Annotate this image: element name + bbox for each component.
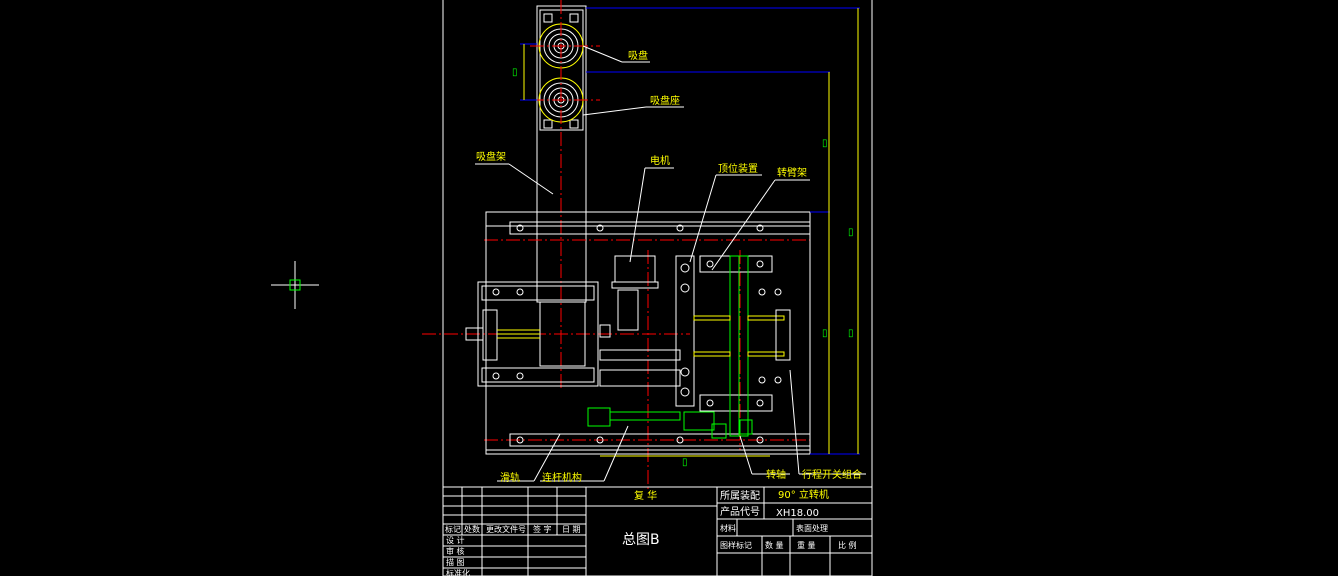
label-suction-cup-seat: 吸盘座 xyxy=(650,94,680,107)
label-rotating-shaft: 转轴 xyxy=(766,468,786,481)
quantity-label: 数 量 xyxy=(765,540,784,550)
sign-row-trace: 描 图 xyxy=(446,557,465,567)
scale-label: 比 例 xyxy=(838,540,857,550)
sign-row-standard: 标准化 xyxy=(446,568,470,576)
revision-header-doc: 更改文件号 xyxy=(486,524,526,534)
rotating-arm-assembly xyxy=(675,255,791,437)
center-lines xyxy=(422,0,810,490)
dimension-value: ▯ xyxy=(822,138,828,149)
leader-lines xyxy=(475,45,866,482)
assembly-value: 90° 立转机 xyxy=(778,488,829,501)
lead-screw xyxy=(465,309,540,361)
dimension-value: ▯ xyxy=(512,67,518,78)
label-slide-rail: 滑轨 xyxy=(500,471,520,484)
assembly-label: 所属装配 xyxy=(720,489,760,502)
label-top-position-device: 顶位装置 xyxy=(718,162,758,175)
revision-header-count: 处数 xyxy=(464,524,480,534)
title-block xyxy=(442,486,873,576)
motor xyxy=(599,255,681,387)
dimension-values: ▯ ▯ ▯ ▯ ▯ ▯ xyxy=(512,67,854,468)
callout-labels: 吸盘 吸盘座 吸盘架 电机 顶位装置 转臂架 滑轨 连杆机构 转轴 行程开关组合 xyxy=(476,49,862,484)
label-rotating-arm-frame: 转臂架 xyxy=(777,166,807,179)
product-code-value: XH18.00 xyxy=(776,508,819,519)
revision-header-date: 日 期 xyxy=(562,525,581,534)
bolt-holes xyxy=(492,224,782,444)
title-block-text: 标记 处数 更改文件号 签 字 日 期 设 计 审 核 描 图 标准化 复 华 … xyxy=(445,488,857,576)
reviewer-mark: 复 华 xyxy=(634,489,657,502)
dimension-value: ▯ xyxy=(848,328,854,339)
revision-header-mark: 标记 xyxy=(445,524,461,534)
linkage-mechanism xyxy=(587,407,753,439)
sign-row-review: 审 核 xyxy=(446,546,465,556)
dimension-value: ▯ xyxy=(822,328,828,339)
product-code-label: 产品代号 xyxy=(720,505,760,518)
dimension-value: ▯ xyxy=(682,457,688,468)
base-frame xyxy=(477,211,811,455)
dimension-lines xyxy=(520,7,860,455)
dimension-value: ▯ xyxy=(848,227,854,238)
label-motor: 电机 xyxy=(650,154,670,167)
label-travel-switch-assembly: 行程开关组合 xyxy=(802,468,862,481)
sign-row-design: 设 计 xyxy=(446,535,465,545)
revision-header-sign: 签 字 xyxy=(533,524,552,534)
drawing-title: 总图B xyxy=(622,532,660,548)
sheet-frame xyxy=(442,0,873,576)
weight-label: 重 量 xyxy=(797,540,816,550)
material-label: 材料 xyxy=(720,523,736,533)
label-suction-cup-frame: 吸盘架 xyxy=(476,150,506,163)
label-linkage-mechanism: 连杆机构 xyxy=(542,471,582,484)
surface-label: 表面处理 xyxy=(796,523,828,533)
crosshair-cursor-icon xyxy=(271,261,319,309)
drawing-mark-label: 图样标记 xyxy=(720,540,752,550)
label-suction-cup: 吸盘 xyxy=(628,49,648,62)
dimension-verticals xyxy=(523,8,859,457)
